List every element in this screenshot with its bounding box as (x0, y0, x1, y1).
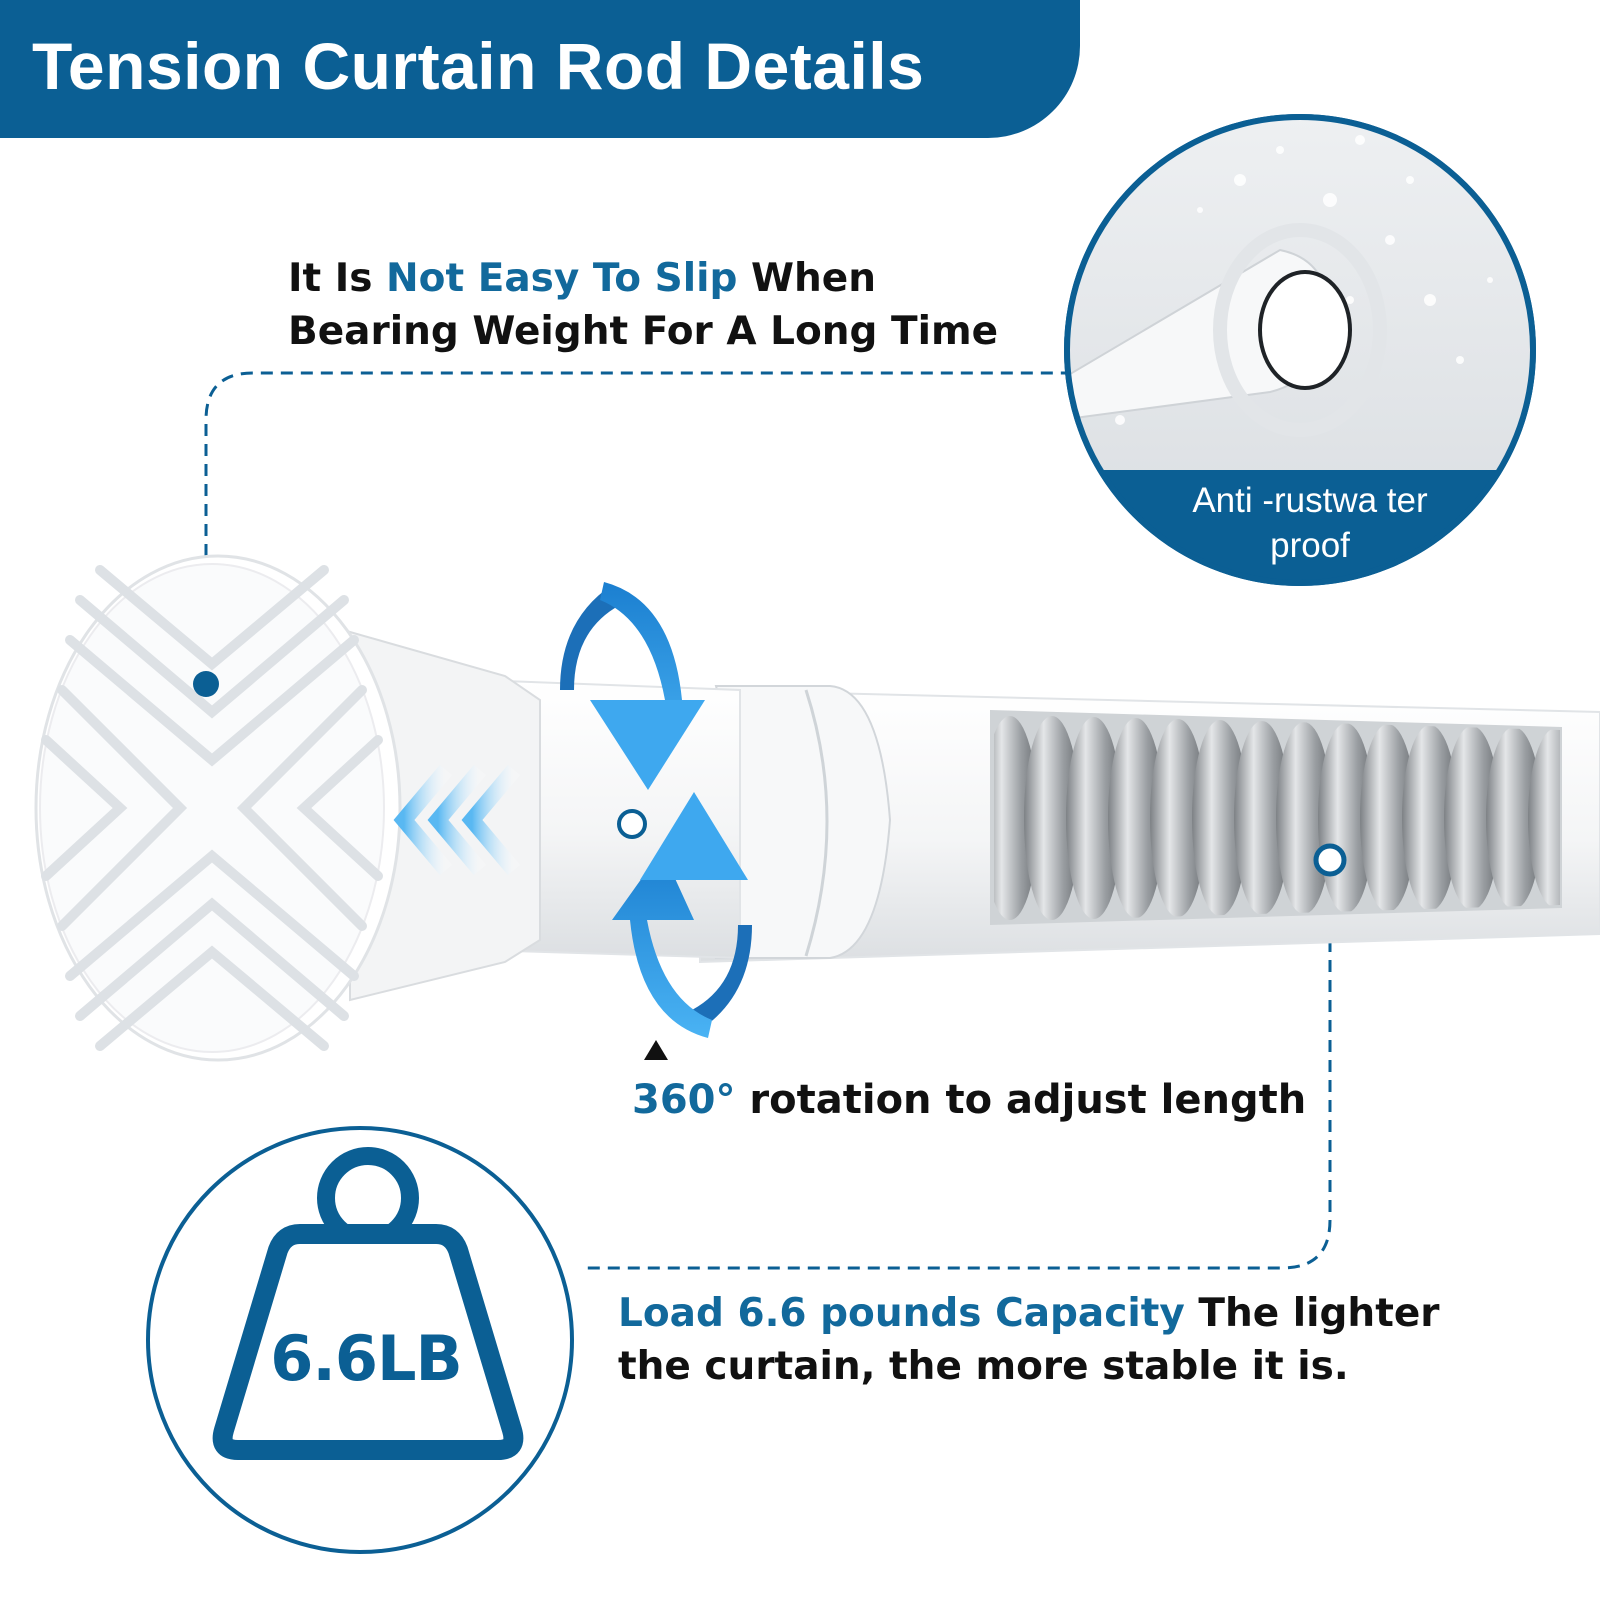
rotation-arrows-icon (560, 582, 752, 1038)
slip-caption-lead: It Is (288, 256, 387, 301)
callout-dot-spring (1313, 843, 1347, 877)
callout-dot-slip (193, 671, 219, 697)
slip-caption-highlight: Not Easy To Slip (386, 256, 738, 301)
callout-dot-rotation (617, 809, 647, 839)
load-caption-highlight: Load 6.6 pounds Capacity (618, 1291, 1185, 1336)
slip-caption-rest: When Bearing Weight For A Long Time (288, 256, 999, 354)
load-caption-rest: The lighter the curtain, the more stable… (618, 1291, 1440, 1389)
waterproof-inset (1064, 114, 1536, 586)
callout-connector-slip (204, 371, 1070, 676)
rubber-foot-pad (34, 554, 402, 1062)
header-banner: Tension Curtain Rod Details (0, 0, 1080, 138)
feature-load-caption: Load 6.6 pounds Capacity The lighter the… (618, 1287, 1518, 1393)
callout-connector-load (580, 860, 1332, 1270)
rotation-caption-rest: rotation to adjust length (735, 1077, 1307, 1123)
weight-badge (146, 1126, 574, 1554)
feature-rotation-caption: 360° rotation to adjust length (632, 1074, 1306, 1127)
push-direction-icon (393, 764, 521, 876)
weight-capacity-value: 6.6LB (270, 1322, 463, 1395)
rotation-caption-highlight: 360° (632, 1077, 736, 1123)
waterproof-label: Anti -rustwa ter proof (1192, 481, 1428, 565)
feature-slip-caption: It Is Not Easy To Slip When Bearing Weig… (288, 252, 1048, 358)
pointer-triangle-icon (644, 1040, 668, 1060)
curtain-rod (349, 630, 1600, 1002)
spring-coil (990, 710, 1562, 925)
page-title: Tension Curtain Rod Details (32, 29, 925, 103)
